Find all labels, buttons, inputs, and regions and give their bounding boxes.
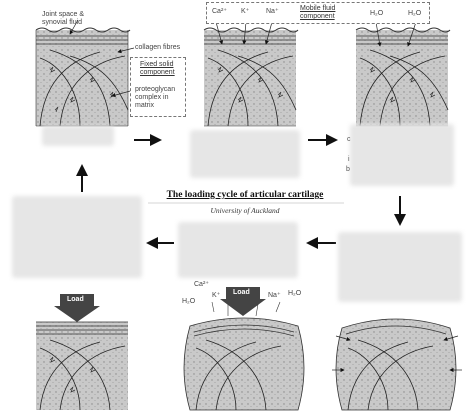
cartilage-panel-loaded-1 <box>36 321 128 411</box>
label-collagen: collagen fibres <box>135 44 181 51</box>
label-k-ion-bottom: K⁺ <box>212 292 221 299</box>
fragment-b: b <box>346 166 350 173</box>
label-matrix: matrix <box>135 102 155 109</box>
hidden-label-box-2 <box>190 130 300 178</box>
label-mobile-fluid: Mobile fluid <box>300 5 336 12</box>
hidden-label-box-6 <box>12 196 142 278</box>
label-mobile-component: component <box>300 13 335 20</box>
fixed-solid-box <box>130 57 186 117</box>
diagram-title: The loading cycle of articular cartilage <box>166 190 324 200</box>
hidden-label-box-1 <box>42 126 114 146</box>
cartilage-panel-2 <box>203 21 299 127</box>
label-na-ion: Na⁺ <box>266 8 279 15</box>
label-ca-ion: Ca²⁺ <box>212 8 227 15</box>
cartilage-panel-loaded-2 <box>183 301 305 411</box>
hidden-label-box-3 <box>350 124 454 186</box>
hidden-label-box-4 <box>338 232 462 302</box>
label-h2o-bottom-2: H₂O <box>288 290 302 297</box>
fragment-c: c <box>347 136 351 143</box>
diagram-subtitle: University of Auckland <box>210 206 280 215</box>
label-h2o-bottom-1: H₂O <box>182 298 196 305</box>
label-joint-space: Joint space & <box>42 11 85 18</box>
label-synovial-fluid: synovial fluid <box>42 19 83 26</box>
load-label-1: Load <box>67 296 84 303</box>
mobile-fluid-box <box>206 2 430 24</box>
label-proteoglycan: proteoglycan <box>135 86 176 93</box>
cartilage-panel-loaded-3 <box>332 318 462 411</box>
hidden-label-box-5 <box>178 222 298 278</box>
label-k-ion: K⁺ <box>241 8 250 15</box>
label-complex-in: complex in <box>135 94 169 101</box>
label-ca-ion-bottom: Ca²⁺ <box>194 281 209 288</box>
label-h2o-2: H₂O <box>408 10 422 17</box>
load-arrows <box>54 287 266 322</box>
label-fixed-component: component <box>140 69 175 76</box>
fragment-i: i <box>348 156 350 163</box>
cartilage-panel-3 <box>355 21 451 127</box>
load-label-2: Load <box>233 289 250 296</box>
cartilage-panel-1 <box>35 19 135 127</box>
label-h2o-1: H₂O <box>370 10 384 17</box>
label-fixed-solid: Fixed solid <box>140 61 174 68</box>
flow-arrows <box>76 134 406 249</box>
label-na-ion-bottom: Na⁺ <box>268 292 281 299</box>
